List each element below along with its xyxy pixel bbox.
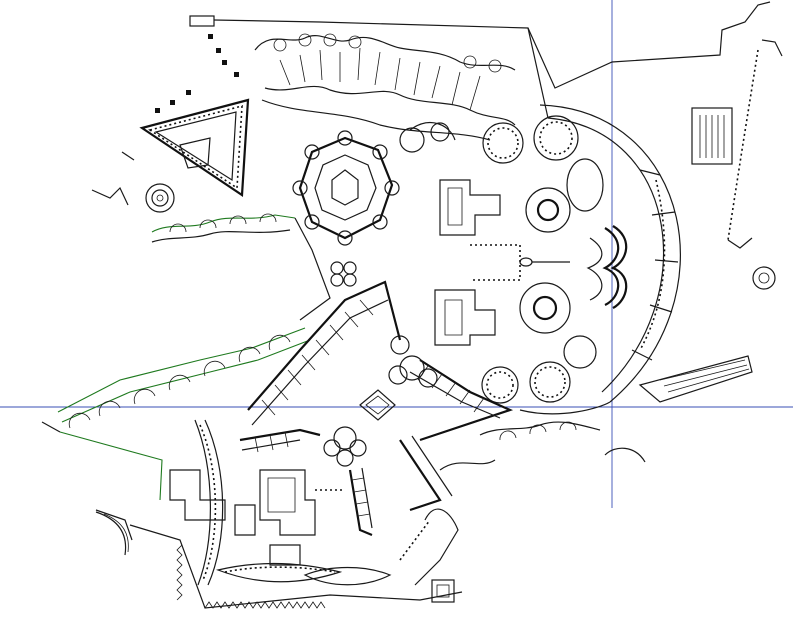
left-small-blocks: [91, 34, 239, 206]
scalloped-colonnade-top: [254, 33, 516, 141]
site-boundary-right: [727, 39, 783, 290]
corner-curve-left: [95, 511, 129, 556]
building-complex-lower: [169, 469, 345, 566]
crescent-arc: [519, 104, 681, 415]
sawtooth-boundary: [95, 509, 463, 609]
lens-arcade-bottom: [194, 419, 392, 586]
central-nodes: [323, 335, 438, 467]
green-arcade-lower: [41, 327, 311, 501]
radial-ribbed-arms: [239, 280, 514, 537]
crescent-rotundas: [481, 115, 604, 404]
wave-bands: [519, 225, 628, 309]
building-complex-center: [399, 122, 521, 346]
hatched-block: [691, 107, 733, 165]
green-arcade-upper: [151, 213, 331, 321]
arcade-fragments-bottom-right: [399, 421, 646, 586]
hexagonal-fortress: [292, 130, 400, 287]
arrow-wedge: [638, 355, 753, 403]
triangular-block: [139, 98, 250, 213]
site-boundary-top: [189, 1, 771, 119]
